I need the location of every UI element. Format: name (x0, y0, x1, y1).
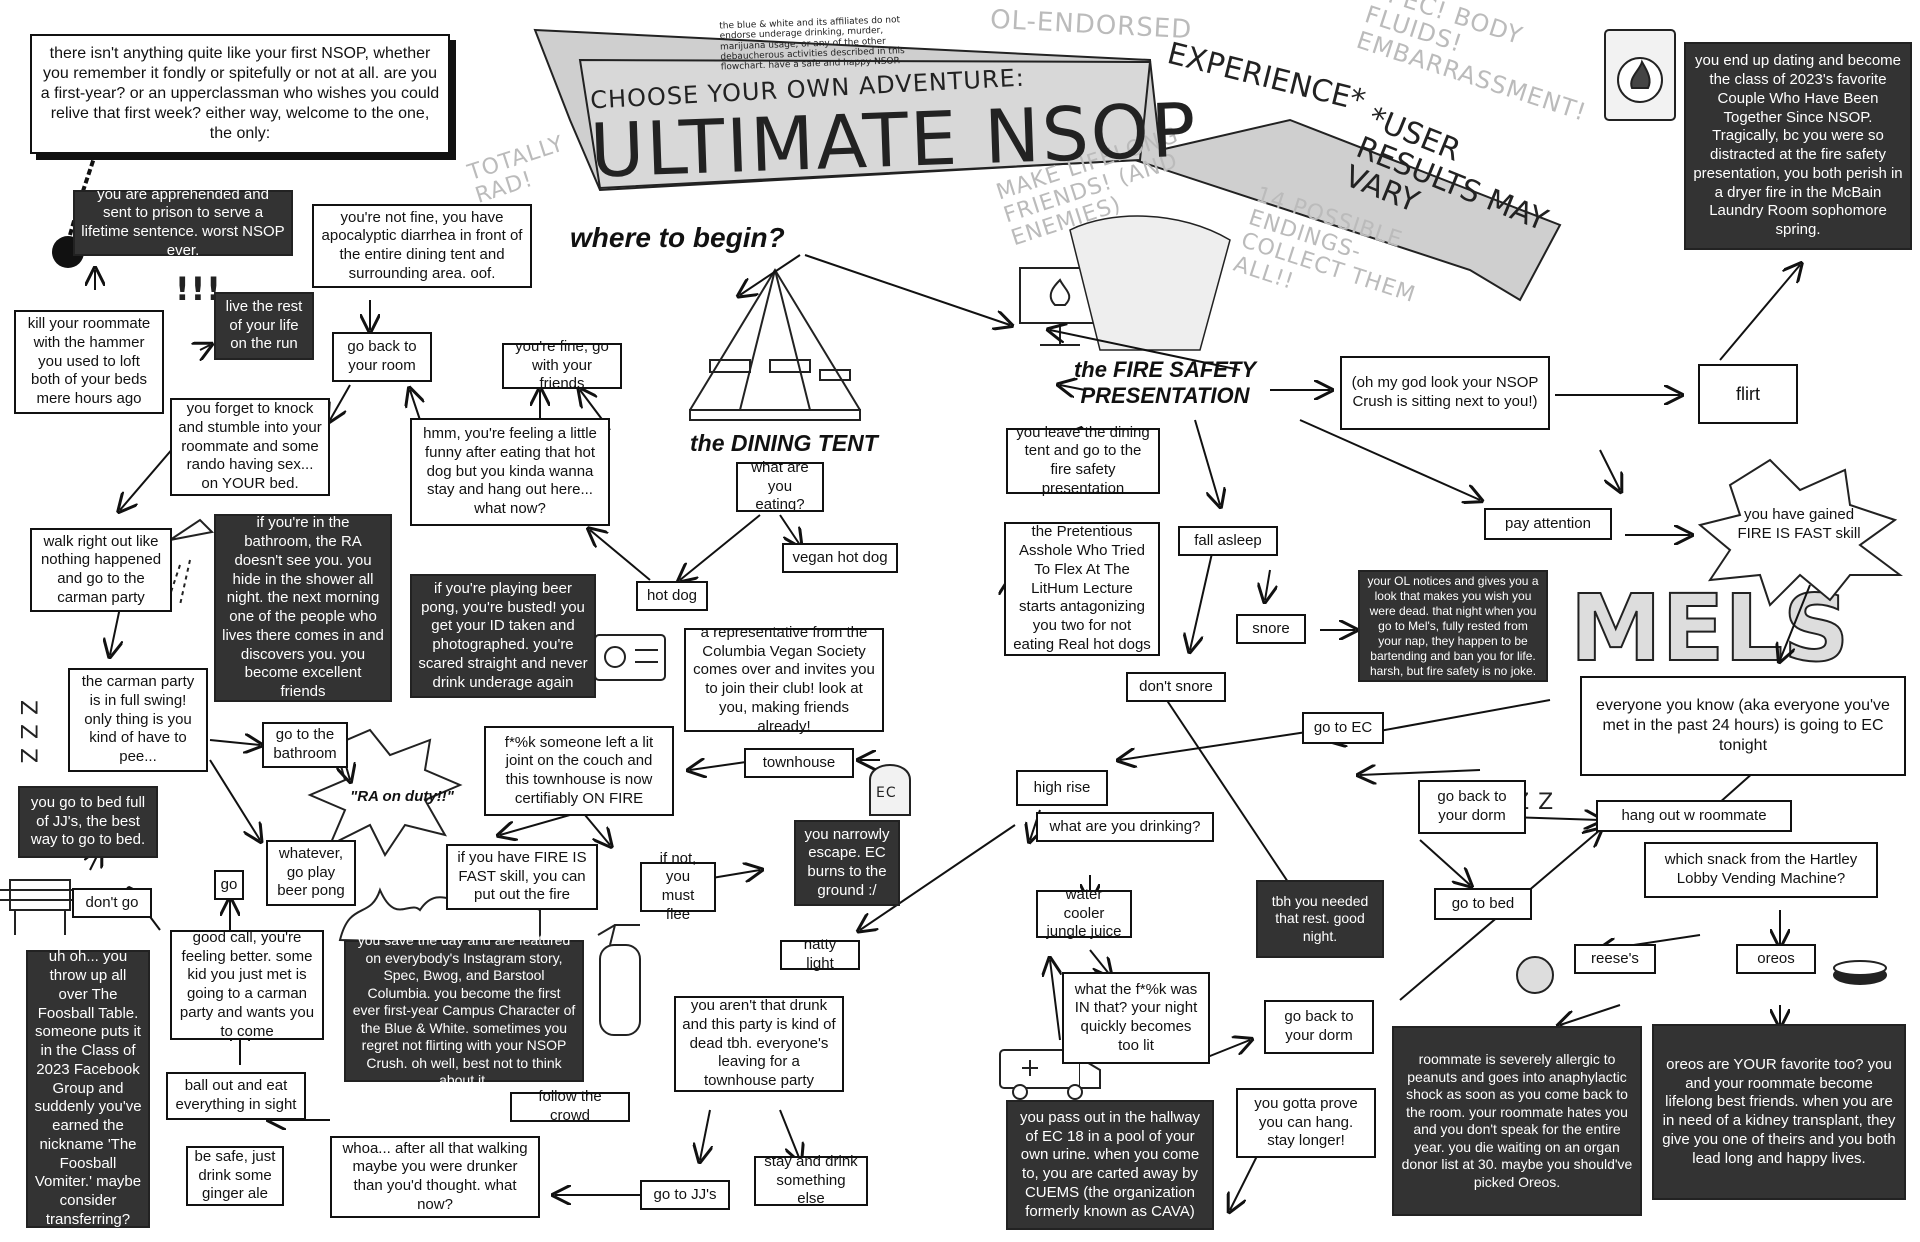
intro-text: there isn't anything quite like your fir… (40, 45, 440, 142)
node-townhouse: townhouse (744, 748, 854, 778)
node-carman-party: the carman party is in full swing! only … (68, 668, 208, 772)
node-crush: (oh my god look your NSOP Crush is sitti… (1340, 356, 1550, 430)
node-stay-drink: stay and drink something else (754, 1153, 868, 1207)
node-what-drinking: what are you drinking? (1036, 812, 1214, 842)
node-go-back-room: go back to your room (332, 332, 432, 382)
node-go-bed: go to bed (1434, 888, 1532, 920)
node-jungle-juice: water cooler jungle juice (1036, 886, 1132, 940)
ending-tbh-rest: tbh you needed that rest. good night. (1256, 880, 1384, 958)
node-follow-crowd: follow the crowd (510, 1088, 630, 1124)
node-lit-joint: f*%k someone left a lit joint on the cou… (484, 726, 674, 816)
node-reeses: reese's (1574, 944, 1656, 974)
ending-pass-out: you pass out in the hallway of EC 18 in … (1006, 1100, 1214, 1230)
node-go-jjs: go to JJ's (640, 1180, 730, 1210)
node-hot-dog: hot dog (636, 581, 708, 611)
ending-prison: you are apprehended and sent to prison t… (73, 186, 293, 259)
intro-box: there isn't anything quite like your fir… (30, 34, 450, 154)
node-go-back-dorm-1: go back to your dorm (1264, 1000, 1374, 1054)
ending-ra-bathroom: if you're in the bathroom, the RA doesn'… (214, 514, 392, 702)
ending-oreo-friends: oreos are YOUR favorite too? you and you… (1652, 1024, 1906, 1200)
node-forget-knock: you forget to knock and stumble into you… (170, 398, 330, 496)
node-beer-pong: whatever, go play beer pong (266, 840, 356, 906)
foosball-icon (0, 879, 80, 935)
node-if-not-flee: if not, you must flee (640, 850, 716, 923)
node-hang-roommate: hang out w roommate (1596, 800, 1792, 832)
node-walk-out: walk right out like nothing happened and… (30, 528, 172, 612)
node-leave-dining: you leave the dining tent and go to the … (1006, 424, 1160, 497)
ending-throw-up: uh oh... you throw up all over The Foosb… (26, 948, 150, 1228)
node-fire-fast-skill: you have gained FIRE IS FAST skill (1737, 506, 1861, 542)
node-feeling-funny: hmm, you're feeling a little funny after… (410, 418, 610, 526)
node-oreos: oreos (1736, 944, 1816, 974)
node-dont-snore: don't snore (1126, 672, 1226, 702)
oreo-icon (1833, 960, 1887, 985)
node-vegan-hot-dog: vegan hot dog (782, 543, 898, 573)
node-fire-fast-putout: if you have FIRE IS FAST skill, you can … (446, 844, 598, 910)
tent-icon (689, 268, 861, 421)
node-whats-in-that: what the f*%k was IN that? your night qu… (1062, 972, 1210, 1064)
node-go-back-dorm-2: go back to your dorm (1418, 780, 1526, 834)
exclamation-doodle: !!! (175, 270, 222, 308)
ending-narrow-escape: you narrowly escape. EC burns to the gro… (794, 820, 900, 906)
ending-couple: you end up dating and become the class o… (1684, 42, 1912, 250)
node-go: go (214, 870, 244, 900)
tombstone-icon (869, 764, 911, 816)
id-card-icon (594, 634, 666, 681)
node-natty-light: natty light (780, 936, 860, 972)
fire-extinguisher-icon (597, 924, 641, 1036)
ec-tombstone-label: EC (876, 785, 897, 801)
ending-allergic: roommate is severely allergic to peanuts… (1392, 1026, 1642, 1216)
washing-machine-icon (1604, 29, 1676, 121)
where-to-begin-heading: where to begin? (570, 222, 785, 253)
node-snore: snore (1236, 614, 1306, 644)
ending-live-on-run: live the rest of your life on the run (214, 292, 314, 360)
node-vegan-society: a representative from the Columbia Vegan… (684, 624, 884, 735)
node-ra-on-duty: "RA on duty!!" (350, 787, 454, 805)
fire-safety-heading: the FIRE SAFETY PRESENTATION (1073, 357, 1257, 409)
node-youre-fine: you're fine, go with your friends (502, 338, 622, 392)
ending-save-day: you save the day and are featured on eve… (344, 932, 584, 1088)
node-prove-hang: you gotta prove you can hang. stay longe… (1236, 1088, 1376, 1158)
mels-sign: MELS (1570, 575, 1849, 682)
ending-bed-jjs: you go to bed full of JJ's, the best way… (18, 786, 158, 858)
node-be-safe: be safe, just drink some ginger ale (186, 1146, 284, 1206)
bottle-cap-icon (1516, 956, 1554, 994)
ending-ol-notices: your OL notices and gives you a look tha… (1358, 570, 1548, 682)
zzz-bed: Z Z Z (15, 700, 40, 765)
node-high-rise: high rise (1016, 770, 1108, 806)
node-what-eating: what are you eating? (736, 459, 824, 513)
node-pretentious: the Pretentious Asshole Who Tried To Fle… (1004, 522, 1160, 656)
node-whoa-walking: whoa... after all that walking maybe you… (330, 1136, 540, 1218)
node-not-fine: you're not fine, you have apocalyptic di… (312, 204, 532, 288)
dining-tent-heading: the DINING TENT (690, 430, 878, 456)
node-pay-attention: pay attention (1484, 508, 1612, 540)
node-go-ec: go to EC (1302, 712, 1384, 744)
disclaimer: the blue & white and its affiliates do n… (719, 15, 905, 73)
node-dont-go: don't go (72, 888, 152, 918)
title-banner (533, 28, 1562, 302)
audience-icon (1069, 215, 1231, 351)
ending-beer-pong-bust: if you're playing beer pong, you're bust… (410, 574, 596, 698)
node-go-bathroom: go to the bathroom (262, 722, 348, 768)
node-flirt: flirt (1698, 364, 1798, 424)
node-kill-roommate: kill your roommate with the hammer you u… (14, 310, 164, 414)
node-fall-asleep: fall asleep (1178, 526, 1278, 556)
shower-icon (149, 518, 215, 611)
node-good-call: good call, you're feeling better. some k… (170, 929, 324, 1040)
node-ball-out: ball out and eat everything in sight (166, 1072, 306, 1120)
ambulance-icon (999, 1049, 1101, 1100)
node-everyone-ec: everyone you know (aka everyone you've m… (1580, 676, 1906, 776)
node-not-drunk: you aren't that drunk and this party is … (674, 996, 844, 1092)
node-which-snack: which snack from the Hartley Lobby Vendi… (1644, 842, 1878, 898)
